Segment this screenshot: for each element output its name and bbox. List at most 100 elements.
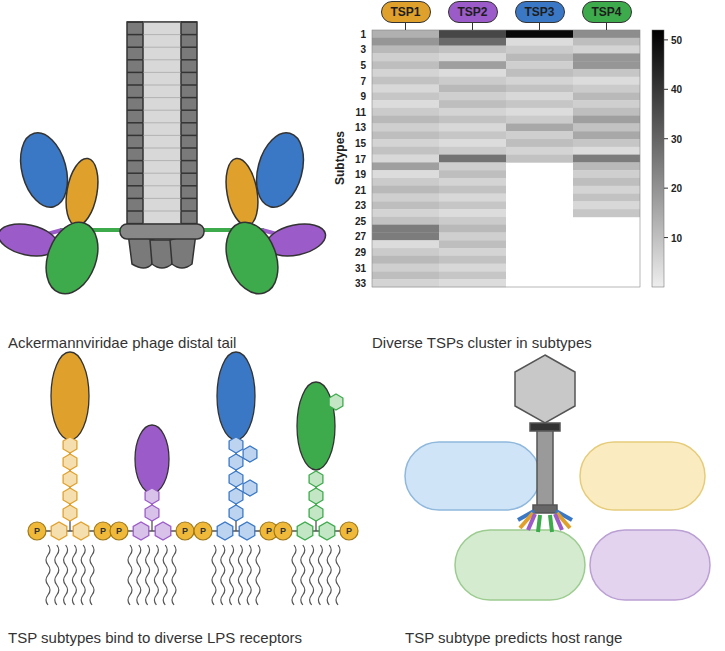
heatmap-cell xyxy=(439,170,506,178)
phosphate-circle xyxy=(110,522,128,540)
core-link xyxy=(119,530,185,531)
sugar-hexagon xyxy=(133,522,149,540)
phosphate-circle xyxy=(340,522,358,540)
row-number: 33 xyxy=(355,278,366,289)
heatmap-cell xyxy=(506,139,573,147)
colorbar-value: 10 xyxy=(671,232,682,243)
lipid-tail xyxy=(301,545,305,605)
lipid-tail xyxy=(256,545,260,605)
heatmap-cell xyxy=(439,69,506,77)
heatmap-cell xyxy=(573,100,640,108)
row-number: 7 xyxy=(360,75,366,86)
sugar-hexagon xyxy=(243,480,257,496)
heatmap-cell xyxy=(573,170,640,178)
tsp-header: TSP1 xyxy=(381,1,431,23)
heatmap-cell xyxy=(439,108,506,116)
tsp-oval xyxy=(135,425,169,493)
heatmap-cell xyxy=(506,92,573,100)
phosphate-circle xyxy=(94,522,112,540)
heatmap-cell xyxy=(439,194,506,202)
heatmap-cell xyxy=(439,139,506,147)
row-number: 29 xyxy=(355,246,366,257)
heatmap-cell xyxy=(372,155,439,163)
row-number: 25 xyxy=(355,215,366,226)
phosphate-circle xyxy=(176,522,194,540)
core-link xyxy=(37,530,103,531)
phosphate-label: P xyxy=(280,526,286,536)
heatmap-cell xyxy=(372,100,439,108)
lipid-tail xyxy=(81,545,85,605)
axis-title: Subtypes xyxy=(333,131,347,185)
lipid-tail xyxy=(64,545,68,605)
sugar-hexagon xyxy=(229,437,243,453)
heatmap-cell xyxy=(439,209,506,217)
heatmap-cell xyxy=(372,248,439,256)
lipid-tail xyxy=(137,545,141,605)
heatmap-cell xyxy=(506,53,573,61)
sugar-hexagon xyxy=(63,454,77,470)
lipid-tail xyxy=(172,545,176,605)
heatmap-cell xyxy=(439,201,506,209)
heatmap-cell xyxy=(506,38,573,46)
heatmap-cell xyxy=(439,46,506,54)
heatmap-cell xyxy=(439,271,506,279)
heatmap-cell xyxy=(439,61,506,69)
colorbar-value: 40 xyxy=(671,84,682,95)
tick xyxy=(405,23,406,30)
heatmap-cell xyxy=(372,30,439,38)
heatmap-cell xyxy=(439,225,506,233)
heatmap-cell xyxy=(439,240,506,248)
colorbar-value: 50 xyxy=(671,34,682,45)
heatmap-cell xyxy=(506,108,573,116)
heatmap-cell xyxy=(506,30,573,38)
lipid-tail xyxy=(310,545,314,605)
heatmap-cell xyxy=(372,38,439,46)
heatmap-cell xyxy=(573,77,640,85)
sugar-hexagon xyxy=(217,522,233,540)
panel-caption: Diverse TSPs cluster in subtypes xyxy=(372,334,592,351)
heatmap-cell xyxy=(573,30,640,38)
heatmap-cell xyxy=(573,85,640,93)
heatmap-cell xyxy=(372,170,439,178)
sugar-hexagon xyxy=(63,471,77,487)
heatmap-cell xyxy=(573,108,640,116)
phosphate-circle xyxy=(274,522,292,540)
heatmap-cell xyxy=(573,178,640,186)
heatmap-cell xyxy=(506,123,573,131)
lipid-tail xyxy=(146,545,150,605)
sugar-hexagon xyxy=(229,454,243,470)
heatmap-cell xyxy=(573,38,640,46)
phosphate-label: P xyxy=(116,526,122,536)
heatmap-cell xyxy=(372,108,439,116)
heatmap-cell xyxy=(506,147,573,155)
colorbar-tick xyxy=(664,138,668,139)
heatmap-cell xyxy=(439,248,506,256)
colorbar-value: 20 xyxy=(671,183,682,194)
heatmap-cell xyxy=(573,201,640,209)
heatmap-cell xyxy=(439,178,506,186)
heatmap-cell xyxy=(439,38,506,46)
lipid-tail xyxy=(336,545,340,605)
phosphate-label: P xyxy=(346,526,352,536)
heatmap-cell xyxy=(573,147,640,155)
heatmap-cell xyxy=(573,209,640,217)
heatmap-cell xyxy=(506,61,573,69)
heatmap-cell xyxy=(439,116,506,124)
sugar-hexagon xyxy=(63,488,77,504)
lipid-tail xyxy=(238,545,242,605)
tsp-name: TSP4 xyxy=(591,5,621,19)
heatmap-cell xyxy=(372,232,439,240)
tick xyxy=(606,23,607,30)
heatmap-cell xyxy=(439,123,506,131)
heatmap-cell xyxy=(573,123,640,131)
row-number: 15 xyxy=(355,137,366,148)
heatmap-cell xyxy=(372,217,439,225)
heatmap-cell xyxy=(372,139,439,147)
sugar-hexagon xyxy=(145,505,159,521)
heatmap-cell xyxy=(506,77,573,85)
sugar-hexagon xyxy=(329,394,343,410)
heatmap-cell xyxy=(372,209,439,217)
heatmap-cell xyxy=(573,139,640,147)
tsp-header: TSP2 xyxy=(448,1,498,23)
